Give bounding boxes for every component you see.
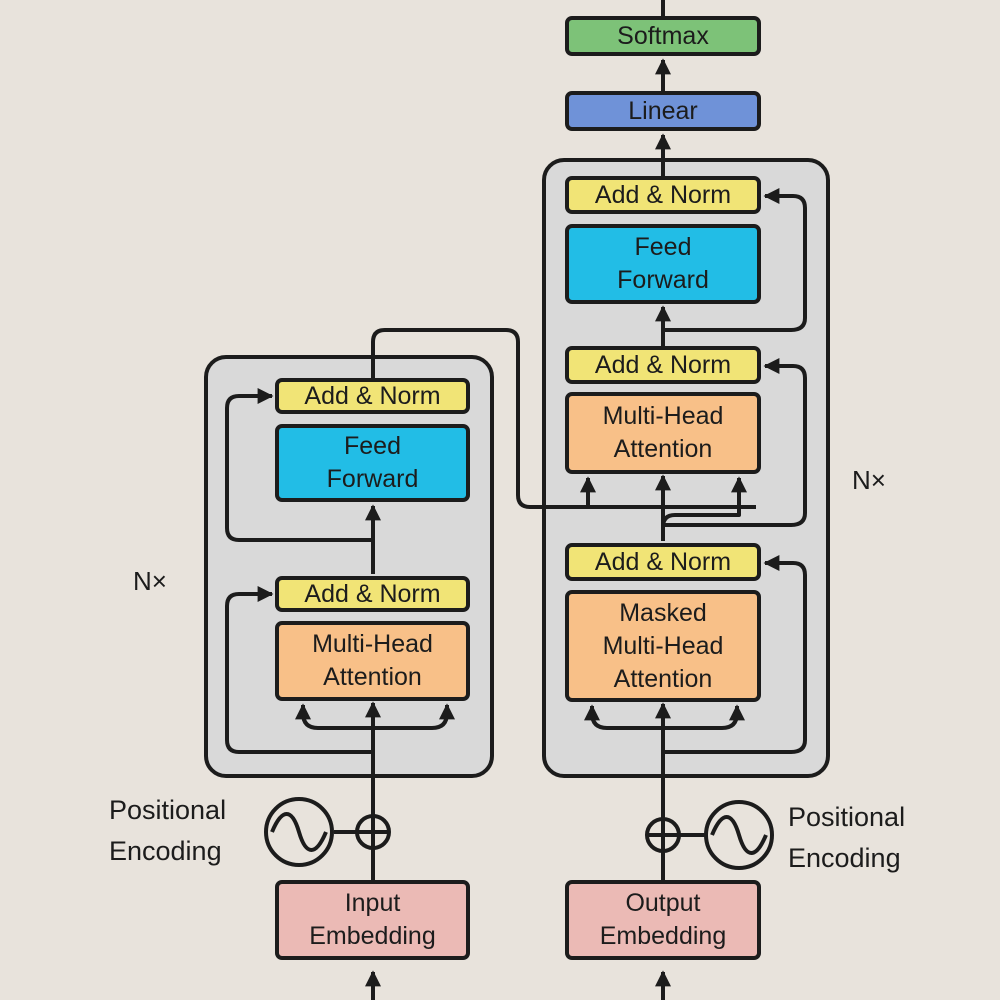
encoder-residual-2 [225, 388, 373, 542]
encoder-repeat-label: N× [133, 566, 167, 596]
decoder-add-norm-middle: Add & Norm [565, 346, 761, 384]
decoder-addnorm-to-cross-attention [661, 476, 747, 541]
decoder-masked-left-branch [584, 704, 663, 730]
softmax-block: Softmax [565, 16, 761, 56]
encoder-attention-left-branch [295, 703, 373, 730]
decoder-residual-3 [663, 188, 807, 332]
encoder-feed-forward: Feed Forward [275, 424, 470, 502]
encoder-add-norm-top: Add & Norm [275, 378, 470, 414]
encoder-positional-encoding-label: Positional Encoding [109, 795, 227, 866]
encoder-multi-head-attention: Multi-Head Attention [275, 621, 470, 701]
encoder-attention-right-branch [373, 703, 455, 730]
encoder-sine-wave-icon [264, 797, 334, 867]
decoder-feed-forward: Feed Forward [565, 224, 761, 304]
decoder-residual-2 [663, 358, 807, 527]
encoder-residual-1 [225, 586, 373, 754]
encoder-add-norm-bottom: Add & Norm [275, 576, 470, 612]
linear-block: Linear [565, 91, 761, 131]
input-embedding: Input Embedding [275, 880, 470, 960]
encoder-adder-icon [355, 814, 391, 850]
encoder-output-to-decoder [371, 328, 756, 509]
decoder-adder-icon [645, 817, 681, 853]
decoder-positional-encoding-label: Positional Encoding [788, 802, 906, 873]
decoder-repeat-label: N× [852, 465, 886, 495]
decoder-sine-wave-icon [704, 800, 774, 870]
decoder-masked-multi-head-attention: Masked Multi-Head Attention [565, 590, 761, 702]
decoder-add-norm-bottom: Add & Norm [565, 543, 761, 581]
decoder-residual-1 [663, 555, 807, 754]
decoder-add-norm-top: Add & Norm [565, 176, 761, 214]
decoder-cross-multi-head-attention: Multi-Head Attention [565, 392, 761, 474]
decoder-masked-right-branch [663, 704, 745, 730]
output-embedding: Output Embedding [565, 880, 761, 960]
